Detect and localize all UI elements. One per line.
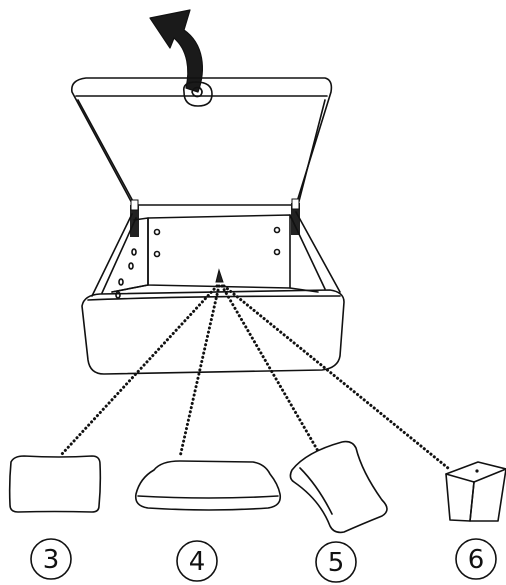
step-number-3: 3 xyxy=(43,545,60,575)
hinge-left xyxy=(130,200,139,237)
leader-line-5 xyxy=(222,286,318,451)
foot-part xyxy=(446,462,506,521)
backrest-pad-part xyxy=(10,456,101,512)
storage-box xyxy=(82,212,344,374)
step-label-5: 5 xyxy=(316,542,356,582)
step-label-3: 3 xyxy=(31,539,71,579)
leader-lines xyxy=(62,286,448,468)
bolt-icon xyxy=(216,270,223,282)
seat-cushion-part xyxy=(136,461,281,510)
pillow-part xyxy=(290,442,387,533)
leader-line-3 xyxy=(62,286,217,454)
leader-line-6 xyxy=(224,286,448,468)
step-number-4: 4 xyxy=(189,547,206,577)
storage-lid xyxy=(72,78,332,205)
step-label-6: 6 xyxy=(456,539,496,579)
step-number-5: 5 xyxy=(328,548,345,578)
step-number-6: 6 xyxy=(468,545,485,575)
lift-arrow-icon xyxy=(150,10,202,92)
step-label-4: 4 xyxy=(177,541,217,581)
